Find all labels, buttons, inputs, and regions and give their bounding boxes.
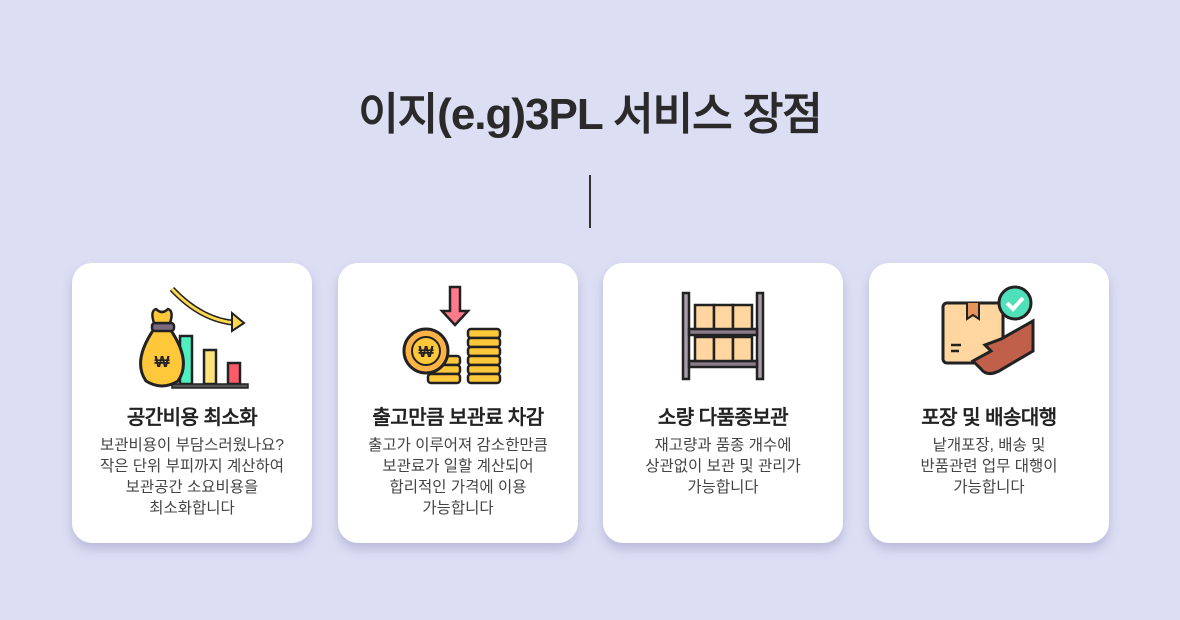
warehouse-shelf-icon [681, 291, 765, 381]
card-title: 포장 및 배송대행 [921, 407, 1057, 429]
description-line: 가능합니다 [422, 500, 494, 517]
card-description: 낱개포장, 배송 및 반품관련 업무 대행이 가능합니다 [879, 435, 1099, 498]
card-description: 보관비용이 부담스러웠나요? 작은 단위 부피까지 계산하여 보관공간 소요비용… [82, 435, 302, 519]
description-line: 작은 단위 부피까지 계산하여 [99, 458, 285, 475]
card-storage-fee-deduction: ₩ 출고만큼 보관료 차감 출고가 이루어져 감소한만큼 보관료가 일할 계산되… [338, 263, 578, 543]
money-bag-chart-down-icon: ₩ [139, 286, 249, 389]
svg-text:₩: ₩ [154, 354, 170, 371]
description-line: 합리적인 가격에 이용 [389, 479, 527, 496]
card-title: 소량 다품종보관 [657, 407, 789, 429]
page-title: 이지(e.g)3PL 서비스 장점 [358, 90, 823, 139]
description-line: 재고량과 품종 개수에 [654, 437, 792, 454]
coins-down-arrow-icon: ₩ [402, 285, 502, 385]
package-delivery-icon [941, 285, 1035, 376]
description-line: 보관비용이 부담스러웠나요? [99, 437, 285, 454]
card-packing-delivery: 포장 및 배송대행 낱개포장, 배송 및 반품관련 업무 대행이 가능합니다 [869, 263, 1109, 543]
divider [589, 175, 591, 228]
card-description: 출고가 이루어져 감소한만큼 보관료가 일할 계산되어 합리적인 가격에 이용 … [348, 435, 568, 519]
card-title: 공간비용 최소화 [126, 407, 258, 429]
description-line: 최소화합니다 [149, 500, 235, 517]
description-line: 가능합니다 [953, 479, 1025, 496]
description-line: 낱개포장, 배송 및 [932, 437, 1046, 454]
description-line: 반품관련 업무 대행이 [920, 458, 1058, 475]
description-line: 보관료가 일할 계산되어 [382, 458, 534, 475]
svg-text:₩: ₩ [418, 344, 434, 361]
description-line: 가능합니다 [687, 479, 759, 496]
description-line: 보관공간 소요비용을 [125, 479, 259, 496]
description-line: 출고가 이루어져 감소한만큼 [368, 437, 548, 454]
card-space-cost: ₩ 공간비용 최소화 보관비용이 부담스러웠나요? 작은 단위 부피까지 계산하… [72, 263, 312, 543]
card-description: 재고량과 품종 개수에 상관없이 보관 및 관리가 가능합니다 [613, 435, 833, 498]
card-title: 출고만큼 보관료 차감 [372, 407, 544, 429]
card-small-multi-item-storage: 소량 다품종보관 재고량과 품종 개수에 상관없이 보관 및 관리가 가능합니다 [603, 263, 843, 543]
description-line: 상관없이 보관 및 관리가 [645, 458, 801, 475]
